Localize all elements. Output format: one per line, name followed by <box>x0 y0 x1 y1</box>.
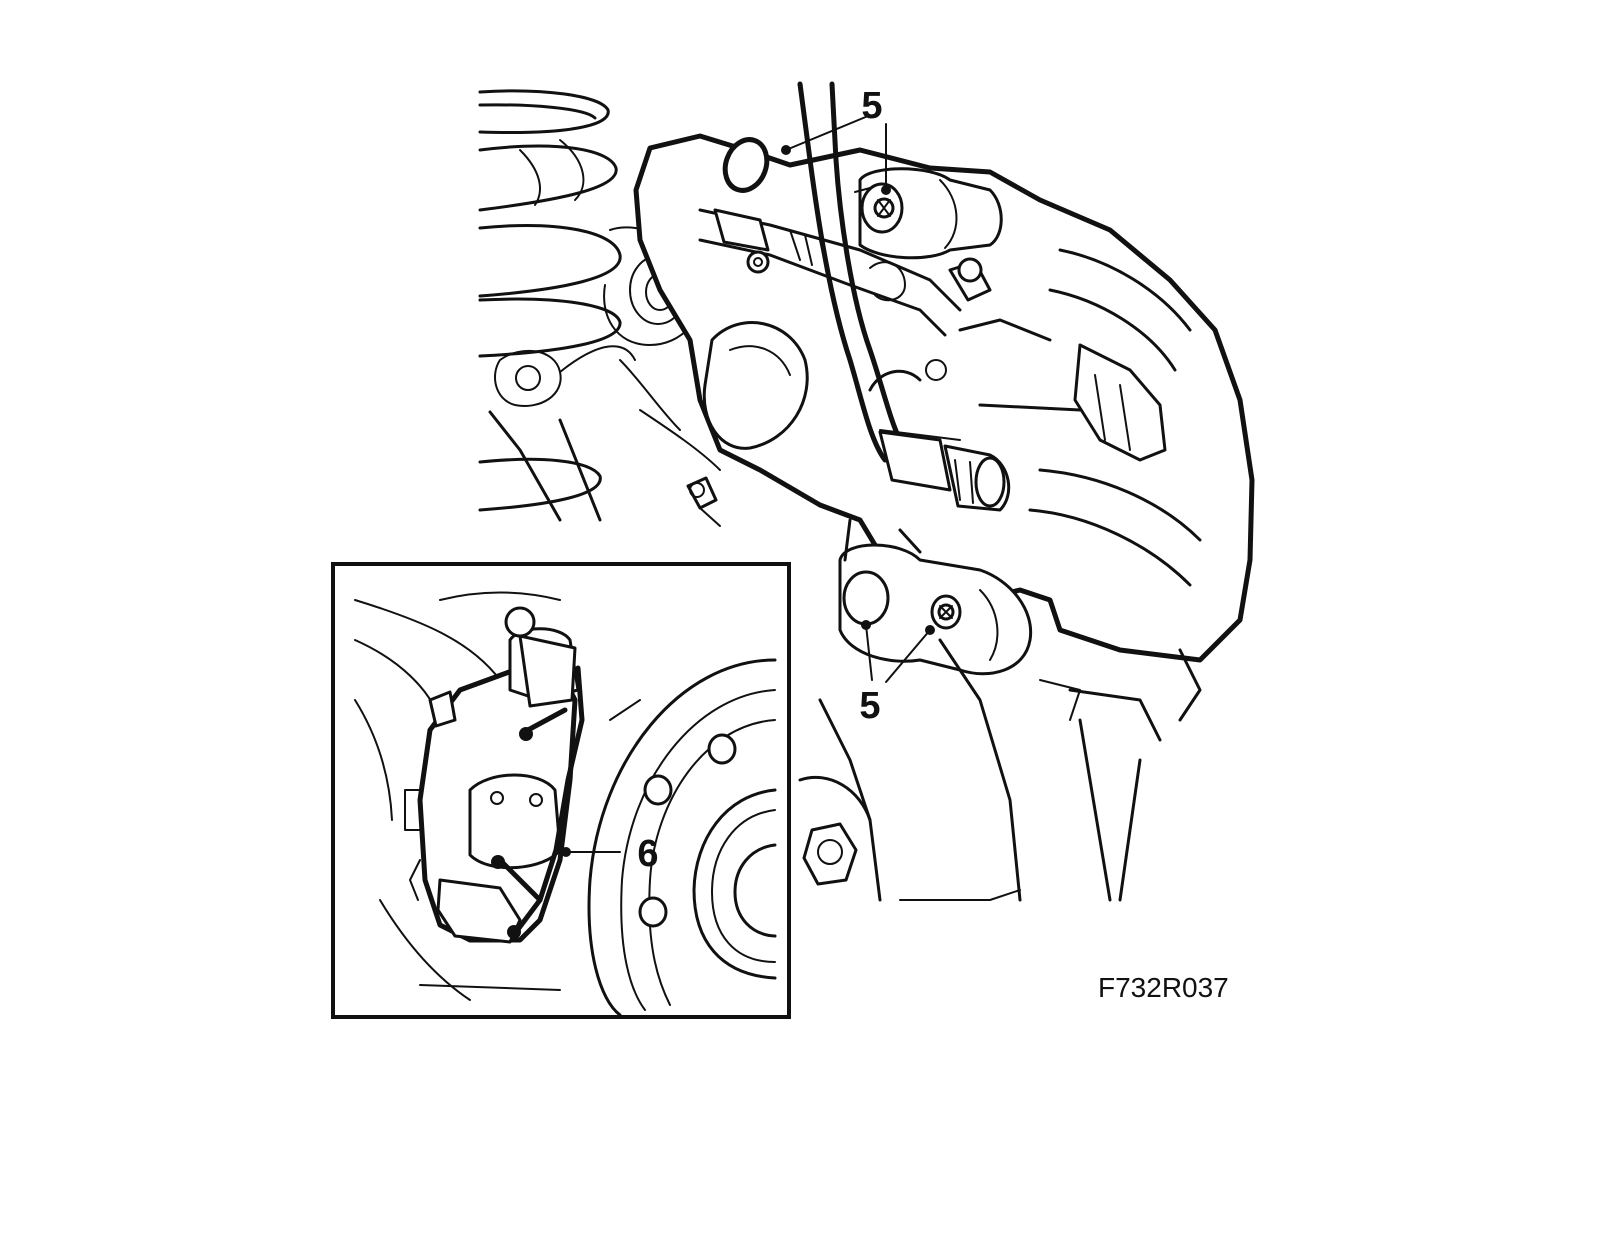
coil-spring <box>478 89 622 512</box>
callout-5-lower-leader <box>861 620 935 683</box>
inset-retaining-spring <box>491 665 585 939</box>
lower-guide-housing <box>838 518 1033 676</box>
steering-knuckle <box>798 638 1202 902</box>
upper-guide-housing <box>854 167 1003 260</box>
callout-label-5-top: 5 <box>861 85 882 127</box>
callout-label-5-lower: 5 <box>859 685 880 727</box>
callout-5-top-leader <box>781 115 891 195</box>
callout-6-leader <box>561 847 621 857</box>
inset-caliper <box>404 606 580 944</box>
main-illustration: 5 5 <box>478 81 1255 902</box>
inset-brake-disc <box>587 658 777 1017</box>
callout-label-6: 6 <box>637 833 658 875</box>
figure-code: F732R037 <box>1098 972 1229 1003</box>
brake-pipe <box>797 81 1011 512</box>
o-ring <box>722 137 770 193</box>
bleed-nipple-left <box>686 476 721 527</box>
caliper-body <box>633 133 1255 663</box>
inset-detail: 6 <box>331 562 791 1019</box>
pad-spring-top <box>698 208 992 337</box>
